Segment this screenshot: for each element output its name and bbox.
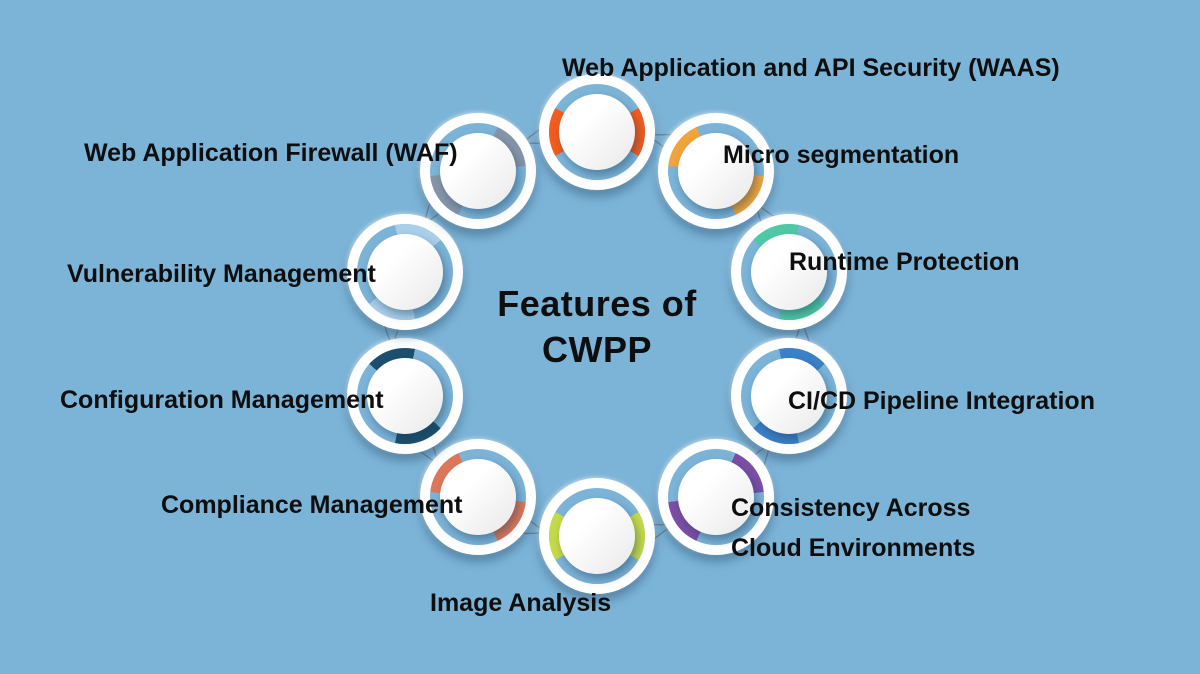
title-line1: Features of bbox=[497, 283, 697, 324]
feature-label-image-analysis: Image Analysis bbox=[430, 589, 612, 617]
feature-label-ci-cd-pipeline-integration: CI/CD Pipeline Integration bbox=[788, 387, 1095, 415]
node-inner-circle bbox=[367, 358, 443, 434]
feature-label-consistency-across-cloud-environments: Consistency Across Cloud Environments bbox=[731, 494, 976, 562]
feature-node-consistency-across-cloud-environments bbox=[658, 439, 774, 555]
node-inner-circle bbox=[678, 459, 754, 535]
feature-node-micro-segmentation bbox=[658, 113, 774, 229]
feature-node-compliance-management bbox=[420, 439, 536, 555]
node-inner-circle bbox=[440, 459, 516, 535]
feature-node-web-application-and-api-security-waas bbox=[539, 74, 655, 190]
feature-node-vulnerability-management bbox=[347, 214, 463, 330]
feature-node-image-analysis bbox=[539, 478, 655, 594]
node-inner-circle bbox=[678, 133, 754, 209]
node-inner-circle bbox=[559, 498, 635, 574]
feature-label-vulnerability-management: Vulnerability Management bbox=[67, 260, 376, 288]
node-inner-circle bbox=[559, 94, 635, 170]
feature-label-runtime-protection: Runtime Protection bbox=[789, 248, 1020, 276]
node-inner-circle bbox=[367, 234, 443, 310]
node-inner-circle bbox=[751, 234, 827, 310]
feature-label-configuration-management: Configuration Management bbox=[60, 386, 384, 414]
feature-node-ci-cd-pipeline-integration bbox=[731, 338, 847, 454]
node-inner-circle bbox=[440, 133, 516, 209]
feature-node-web-application-firewall-waf bbox=[420, 113, 536, 229]
feature-label-compliance-management: Compliance Management bbox=[161, 491, 463, 519]
feature-label-micro-segmentation: Micro segmentation bbox=[723, 141, 960, 169]
title-line2: CWPP bbox=[542, 329, 652, 370]
diagram-title: Features of CWPP bbox=[437, 281, 757, 373]
feature-label-web-application-and-api-security-waas: Web Application and API Security (WAAS) bbox=[562, 54, 1060, 82]
node-inner-circle bbox=[751, 358, 827, 434]
feature-label-web-application-firewall-waf: Web Application Firewall (WAF) bbox=[84, 139, 458, 167]
feature-node-configuration-management bbox=[347, 338, 463, 454]
feature-node-runtime-protection bbox=[731, 214, 847, 330]
